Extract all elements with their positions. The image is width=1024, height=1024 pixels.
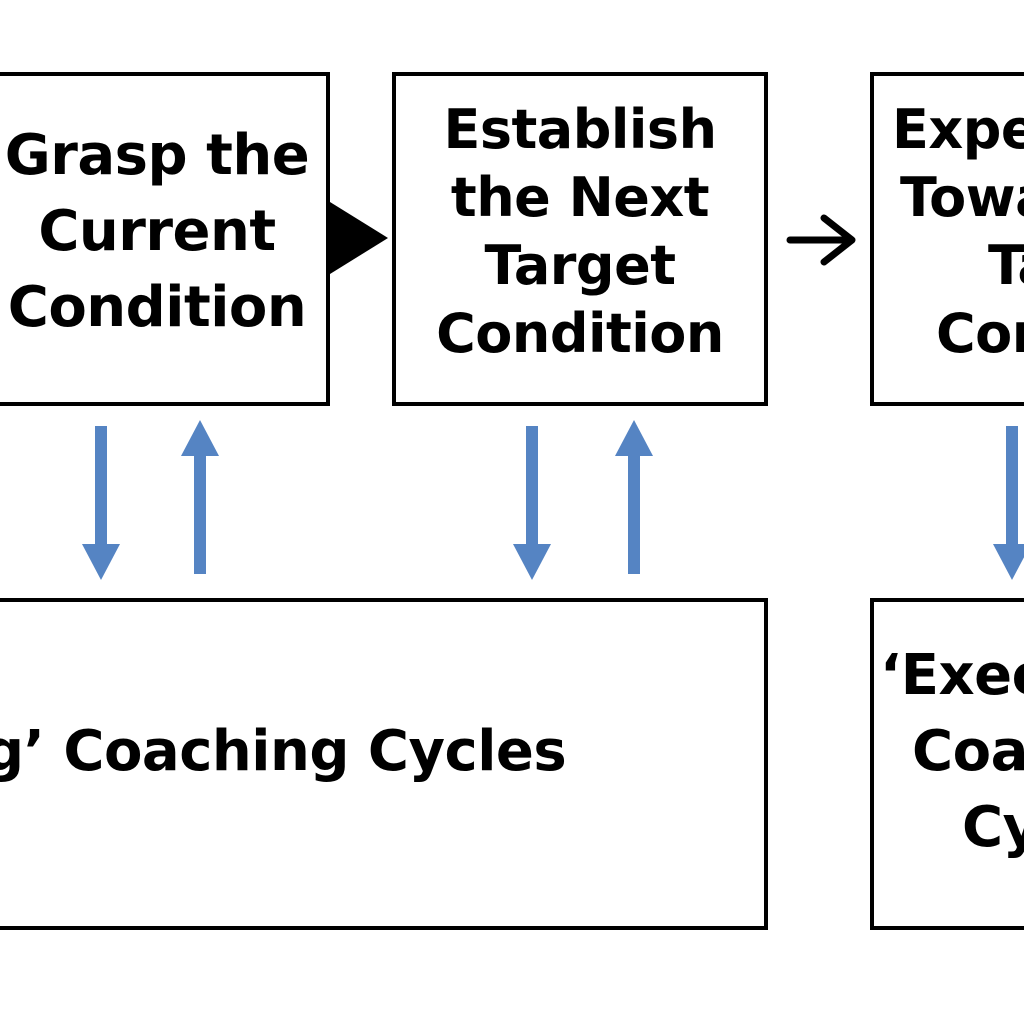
box-label-line: Current	[38, 199, 276, 264]
box-label-line: Towa	[900, 166, 1024, 229]
box-label-line: Con	[936, 302, 1024, 365]
arrow-up-icon	[615, 420, 653, 574]
arrow-down-icon	[82, 426, 120, 580]
box-label-line: the Next	[450, 166, 710, 229]
box-label-line: Ta	[988, 234, 1024, 297]
arrow-down-icon	[513, 426, 551, 580]
box-label-line: Target	[484, 234, 676, 297]
experiment-toward-target-box: Expe Towa Ta Con	[870, 72, 1024, 406]
box-label-line: Cy	[962, 795, 1024, 860]
triangle-arrow-right-icon	[330, 202, 388, 274]
arrow-up-icon	[181, 420, 219, 574]
box-label-line: g’ Coaching Cycles	[0, 719, 567, 784]
box-label-line: Coa	[912, 719, 1024, 784]
box-label-line: Condition	[436, 302, 724, 365]
arrow-down-icon	[993, 426, 1024, 580]
planning-coaching-cycles-box: g’ Coaching Cycles	[0, 598, 768, 930]
establish-target-condition-box: Establish the Next Target Condition	[392, 72, 768, 406]
executing-coaching-cycles-box: ‘Exec Coa Cy	[870, 598, 1024, 930]
box-label-line: Expe	[892, 98, 1024, 161]
box-label-line: Condition	[7, 275, 307, 340]
chevron-arrow-right-icon	[786, 214, 856, 266]
grasp-current-condition-box: Grasp the Current Condition	[0, 72, 330, 406]
box-label-line: Grasp the	[4, 123, 310, 188]
box-label-line: Establish	[443, 98, 717, 161]
box-label-line: ‘Exec	[880, 643, 1024, 708]
